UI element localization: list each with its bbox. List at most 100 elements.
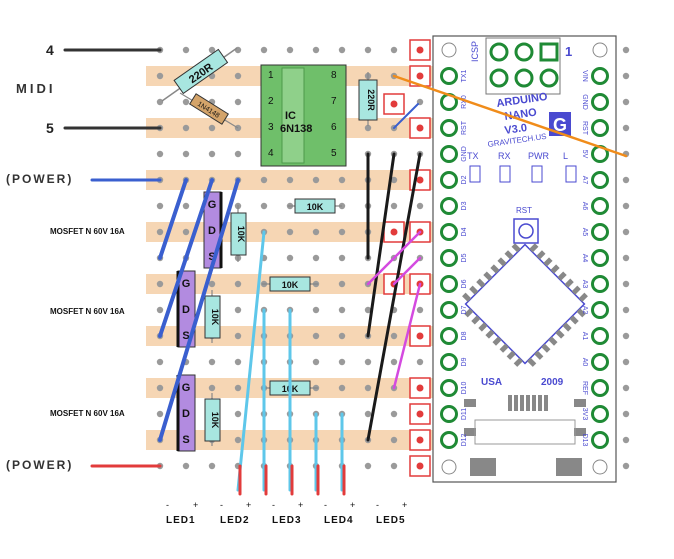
reset-button-cap bbox=[518, 223, 534, 239]
board-hole bbox=[208, 280, 216, 288]
resistor-220r-v-label: 220R bbox=[366, 89, 376, 111]
board-hole bbox=[622, 436, 630, 444]
midi-label: MIDI bbox=[16, 81, 56, 96]
wire-black-3 bbox=[366, 152, 422, 442]
nano-pin bbox=[440, 405, 458, 423]
nano-pin bbox=[440, 223, 458, 241]
smd-pad bbox=[532, 395, 536, 411]
board-hole bbox=[622, 410, 630, 418]
wire-black-2 bbox=[366, 152, 396, 338]
nano-left-pin-label: D4 bbox=[461, 227, 468, 236]
nano-right-pin-label: A4 bbox=[581, 254, 588, 263]
board-hole bbox=[234, 410, 242, 418]
board-hole bbox=[364, 384, 372, 392]
ic-slot bbox=[281, 67, 305, 164]
mosfet-1-label: MOSFET N 60V 16A bbox=[50, 227, 125, 236]
nano-pin bbox=[591, 67, 609, 85]
mount-hole-bottom-left bbox=[441, 459, 457, 475]
resistor-220r-vertical: 220R bbox=[358, 72, 378, 126]
board-hole bbox=[234, 436, 242, 444]
board-hole bbox=[286, 254, 294, 262]
board-hole bbox=[622, 280, 630, 288]
nano-header-pins bbox=[440, 67, 609, 449]
red-pad-dot bbox=[416, 72, 424, 80]
smd-led bbox=[469, 165, 481, 183]
led4-minus: - bbox=[324, 500, 327, 510]
red-pad-dot bbox=[416, 176, 424, 184]
nano-left-pin-label: D2 bbox=[461, 175, 468, 184]
red-pad-dot bbox=[416, 410, 424, 418]
board-hole bbox=[234, 358, 242, 366]
nano-left-pin-label: D7 bbox=[461, 305, 468, 314]
mosfet-2-s: S bbox=[182, 330, 189, 342]
wire-blue-1 bbox=[158, 178, 188, 260]
resistor-220r-v-body bbox=[358, 79, 378, 121]
board-hole bbox=[234, 150, 242, 158]
board-hole bbox=[182, 202, 190, 210]
board-hole bbox=[208, 46, 216, 54]
red-pad-dot bbox=[416, 124, 424, 132]
nano-right-pin-label: A0 bbox=[581, 358, 588, 367]
nano-right-pin-label: GND bbox=[581, 94, 588, 110]
board-hole bbox=[156, 280, 164, 288]
nano-left-pin-label: GND bbox=[461, 146, 468, 162]
resistor-10k-b-label: 10K bbox=[282, 280, 299, 290]
nano-right-pin-label: RST bbox=[581, 121, 588, 136]
board-hole bbox=[208, 124, 216, 132]
nano-left-pin-label: D12 bbox=[461, 433, 468, 446]
red-pad-dot bbox=[416, 436, 424, 444]
board-hole bbox=[234, 98, 242, 106]
board-hole bbox=[208, 358, 216, 366]
nano-pin bbox=[591, 93, 609, 111]
smd-pad bbox=[544, 395, 548, 411]
board-hole bbox=[182, 150, 190, 158]
nano-pin bbox=[440, 171, 458, 189]
nano-pin bbox=[440, 353, 458, 371]
red-pad-dot bbox=[390, 228, 398, 236]
nano-pin bbox=[591, 301, 609, 319]
nano-tx-label: TX bbox=[467, 151, 479, 161]
nano-pin bbox=[591, 353, 609, 371]
nano-left-pin-label: RST bbox=[461, 120, 468, 135]
led2-plus: + bbox=[246, 500, 252, 510]
board-hole bbox=[234, 280, 242, 288]
wire-blue-3 bbox=[158, 178, 240, 442]
nano-pin bbox=[440, 145, 458, 163]
board-hole bbox=[234, 46, 242, 54]
board-hole bbox=[338, 46, 346, 54]
ic-pin-2: 2 bbox=[268, 96, 274, 107]
mosfet-3-label: MOSFET N 60V 16A bbox=[50, 409, 125, 418]
nano-version: V3.0 bbox=[504, 122, 528, 137]
nano-right-pin-label: 3V3 bbox=[581, 408, 588, 421]
board-hole bbox=[156, 358, 164, 366]
nano-rx-label: RX bbox=[498, 151, 511, 161]
nano-pin bbox=[591, 249, 609, 267]
resistor-10k-v3: 10K bbox=[204, 393, 221, 446]
nano-left-pin-label: TX1 bbox=[461, 69, 468, 82]
led1-label: LED1 bbox=[166, 515, 196, 526]
mount-hole-top-left bbox=[441, 42, 457, 58]
icsp-pin bbox=[489, 42, 509, 62]
gravitech-logo-letter: G bbox=[553, 115, 567, 135]
smd-pad bbox=[514, 395, 518, 411]
mosfet-2-g: G bbox=[182, 278, 191, 290]
board-hole bbox=[364, 462, 372, 470]
board-hole bbox=[390, 410, 398, 418]
board-hole bbox=[622, 462, 630, 470]
board-hole bbox=[312, 254, 320, 262]
reset-button bbox=[513, 218, 539, 244]
mosfet-1-d: D bbox=[208, 225, 216, 237]
smd-pad bbox=[574, 399, 586, 407]
board-hole bbox=[622, 332, 630, 340]
board-hole bbox=[622, 124, 630, 132]
icsp-pin bbox=[539, 68, 559, 88]
mount-hole-bottom-right bbox=[592, 459, 608, 475]
nano-pin bbox=[591, 197, 609, 215]
resistor-10k-v1-label: 10K bbox=[236, 226, 246, 243]
board-hole bbox=[156, 150, 164, 158]
board-hole bbox=[364, 306, 372, 314]
nano-right-pin-label: A6 bbox=[581, 202, 588, 211]
board-hole bbox=[390, 332, 398, 340]
nano-pin-labels: TX1RX0RSTGNDD2D3D4D5D6D7D8D9D10D11D12VIN… bbox=[461, 69, 588, 446]
led1-minus: - bbox=[166, 500, 169, 510]
